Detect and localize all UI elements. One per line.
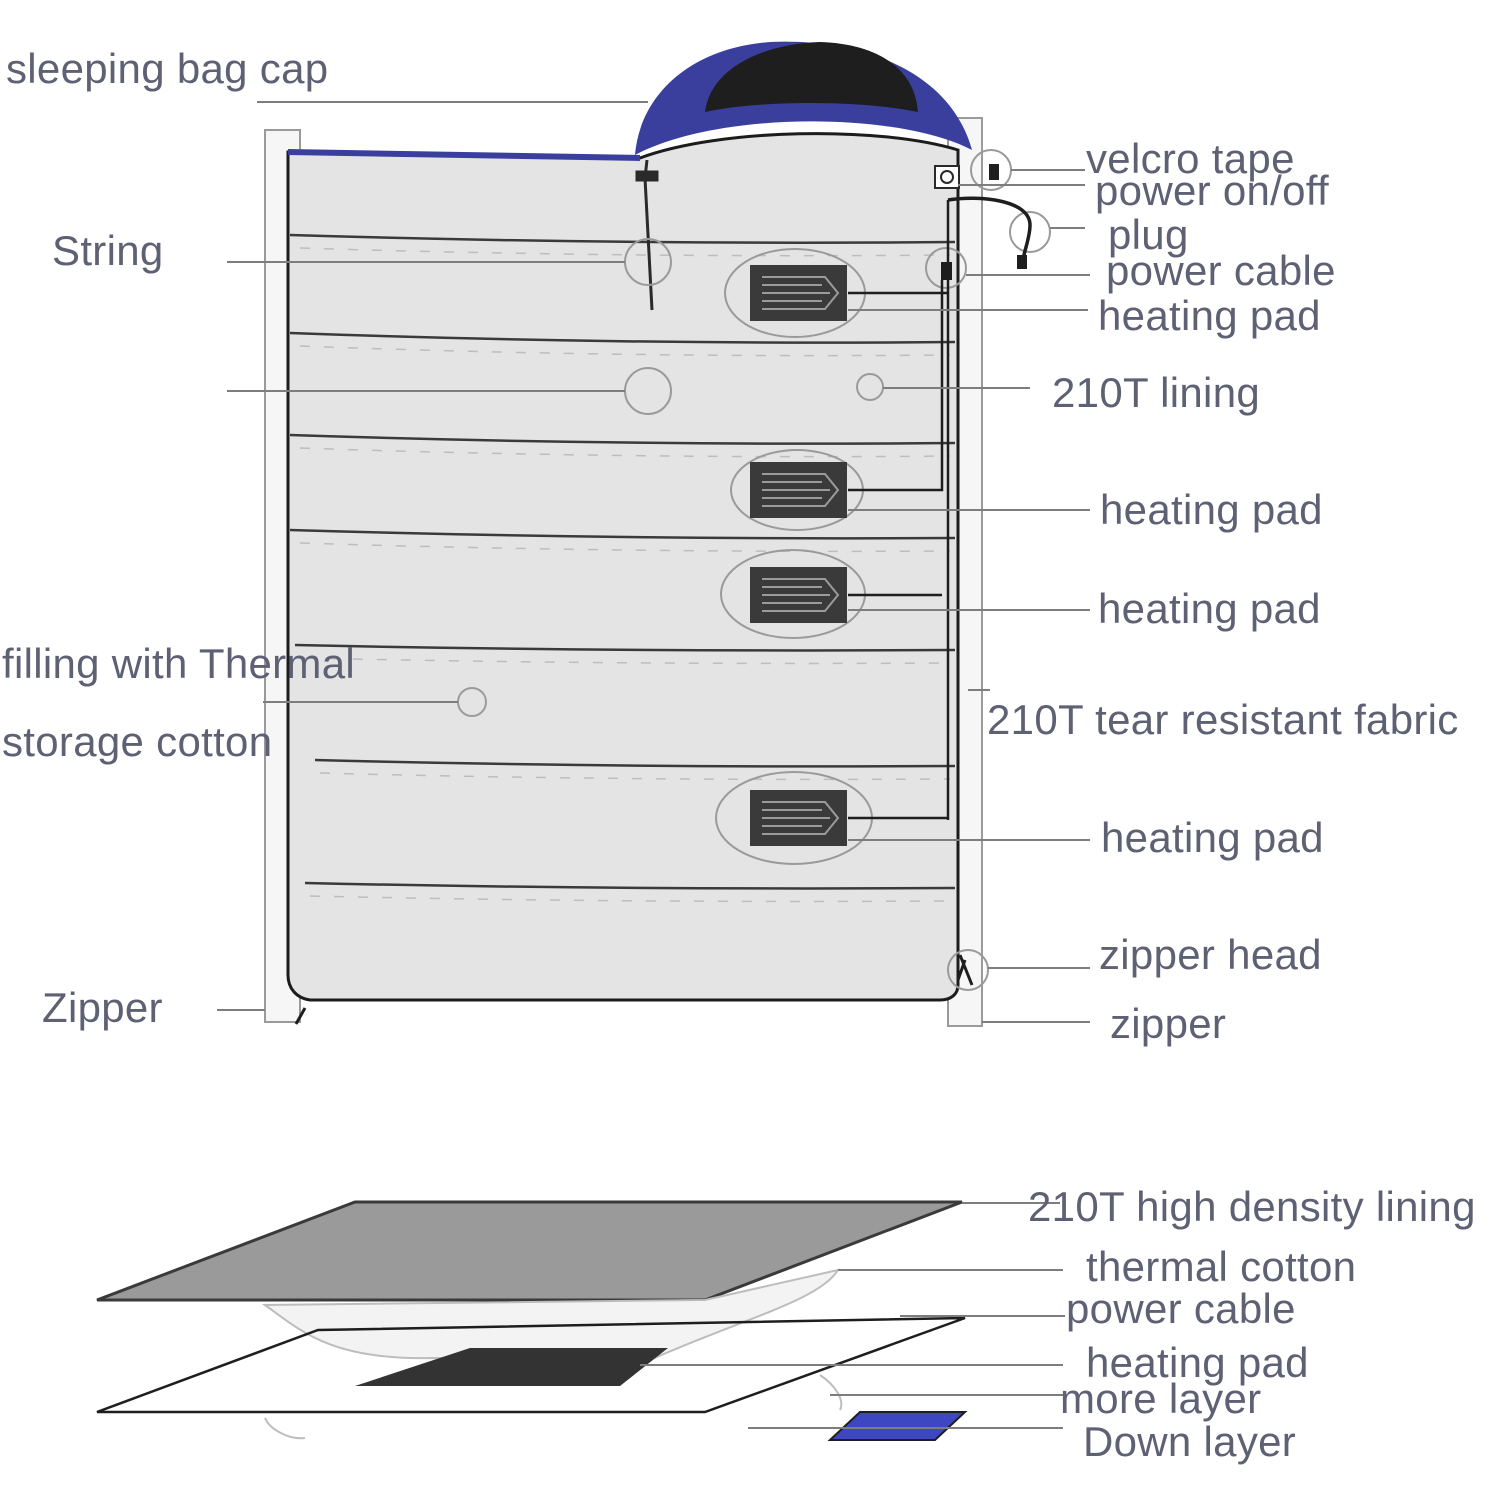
label-filling-line1: filling with Thermal (2, 640, 356, 687)
label-power-on-off: power on/off (1095, 167, 1329, 214)
quilt-seams (289, 233, 956, 890)
heating-pad-icons (750, 265, 847, 846)
label-sleeping-bag-cap: sleeping bag cap (6, 45, 329, 92)
layer-leader-lines (640, 1202, 1065, 1429)
label-string: String (52, 227, 164, 274)
sleeping-bag-body (286, 132, 960, 1002)
layers-cross-section (96, 1200, 968, 1441)
label-heating-pad-2: heating pad (1100, 486, 1323, 533)
plug-icon (1017, 255, 1027, 269)
heating-pad-icon (750, 567, 847, 623)
string-icon (635, 159, 659, 311)
layer-lining (96, 1200, 963, 1302)
label-thermal-cotton: thermal cotton (1086, 1243, 1357, 1290)
leader-lines (217, 101, 1090, 1023)
label-velcro-tape: velcro tape (1086, 135, 1295, 182)
heating-pad-icon (750, 265, 847, 321)
label-filling-line2: storage cotton (2, 718, 273, 765)
label-layer-heating-pad: heating pad (1086, 1339, 1309, 1386)
label-heating-pad-1: heating pad (1098, 292, 1321, 339)
label-high-density-lining: 210T high density lining (1028, 1183, 1476, 1230)
hood-opening (705, 42, 918, 112)
label-heating-pad-3: heating pad (1098, 585, 1321, 632)
layer-down (827, 1411, 968, 1441)
bag-top-blue-edge (287, 149, 641, 161)
label-more-layer: more layer (1060, 1375, 1262, 1422)
layer-heating-pad (355, 1348, 668, 1386)
label-zipper-right: zipper (1110, 1000, 1227, 1047)
label-heating-pad-4: heating pad (1101, 814, 1324, 861)
heating-pad-icon (750, 790, 847, 846)
zipper-head-icon (956, 954, 974, 986)
cable-connector-icon (941, 262, 952, 280)
power-button-icon (934, 165, 960, 189)
velcro-tape-icon (989, 164, 999, 180)
label-plug: plug (1108, 211, 1189, 258)
label-tear-resistant-fabric: 210T tear resistant fabric (987, 696, 1459, 743)
label-210t-lining: 210T lining (1052, 369, 1261, 416)
heating-pad-icon (750, 462, 847, 518)
label-power-cable: power cable (1106, 247, 1336, 294)
label-zipper-head: zipper head (1099, 931, 1322, 978)
layer-more (96, 1316, 966, 1414)
quilt-shading (299, 247, 951, 903)
label-layer-power-cable: power cable (1066, 1285, 1296, 1332)
zipper-pull-left-icon (294, 1007, 307, 1025)
label-down-layer: Down layer (1083, 1418, 1297, 1465)
label-zipper-left: Zipper (42, 984, 163, 1031)
